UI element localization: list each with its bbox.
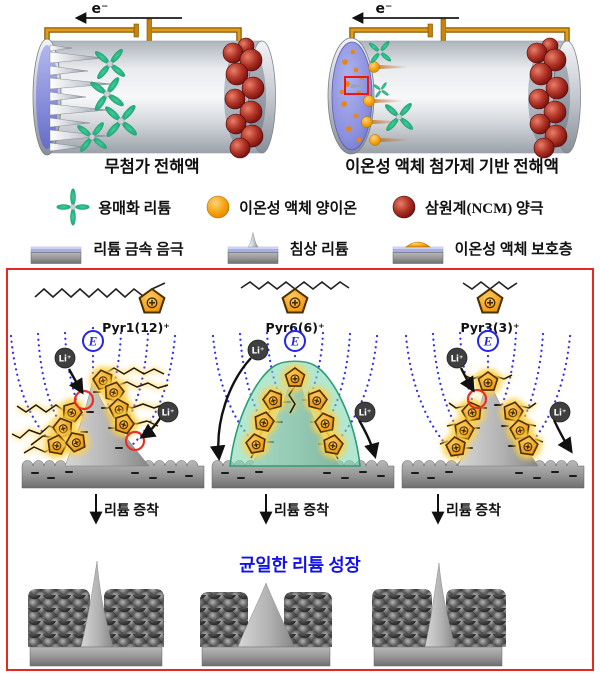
legend-row-2: 리튬 금속 음극 침상 리튬 이온성 액체 보호층 xyxy=(0,229,600,267)
defect-site-circle xyxy=(124,430,146,452)
cation-structure xyxy=(462,280,518,314)
ionic-liquid-cations xyxy=(361,61,409,146)
deposition-label: 리튬 증착 xyxy=(274,502,329,519)
suppressed-dendrite xyxy=(351,84,366,88)
battery-comparison: e⁻ xyxy=(32,1,581,176)
cation-label: Pyr1(12)⁺ xyxy=(102,320,170,335)
ncm-cathode xyxy=(526,37,570,159)
li-path-arrow xyxy=(459,367,475,393)
legend-item-il-cation: 이온성 액체 양이온 xyxy=(205,194,357,220)
cation-structure xyxy=(34,282,166,314)
panel-pyr6-6: Pyr6(6)⁺ xyxy=(209,280,395,489)
red-highlight-box xyxy=(344,76,369,95)
dendrite-spikes xyxy=(49,44,113,152)
svg-text:Li⁺: Li⁺ xyxy=(252,347,265,357)
protected-anode-face xyxy=(331,41,373,151)
electron-label: e⁻ xyxy=(376,1,393,17)
li-deflection-arrow xyxy=(209,357,252,462)
deposit-mound-right xyxy=(372,562,506,667)
ionic-liquid-layer-icon xyxy=(392,241,443,264)
electron-label: e⁻ xyxy=(92,1,109,17)
li-deflection-arrow xyxy=(357,419,380,460)
li-path-arrow xyxy=(139,416,163,439)
efield-symbol: E xyxy=(82,330,104,352)
panel-pyr3-3: Pyr3(3)⁺ xyxy=(401,280,585,489)
li-deflection-arrow xyxy=(552,419,573,454)
deposit-mound-middle xyxy=(200,582,332,667)
svg-text:Li⁺: Li⁺ xyxy=(554,409,567,419)
svg-text:E: E xyxy=(290,334,300,349)
lithium-ion-badge: Li⁺ xyxy=(549,401,571,423)
anode-slab xyxy=(201,646,331,667)
svg-text:E: E xyxy=(88,334,98,349)
legend-label: 삼원계(NCM) 양극 xyxy=(425,200,544,217)
solvated-lithium-icon xyxy=(56,188,90,226)
lithium-metal-anode-icon xyxy=(31,246,82,264)
efield-symbol: E xyxy=(284,330,306,352)
svg-text:E: E xyxy=(483,334,493,349)
ncm-cathode xyxy=(222,37,266,159)
legend-label: 침상 리튬 xyxy=(289,241,349,258)
legend-label: 이온성 액체 보호층 xyxy=(454,241,573,258)
deposition-label: 리튬 증착 xyxy=(446,502,501,519)
li-path-arrow xyxy=(67,368,84,395)
electron-flow-arrow: e⁻ xyxy=(351,1,459,24)
needle-lithium-icon xyxy=(227,232,278,264)
lithium-ion-badge: Li⁺ xyxy=(247,339,269,361)
svg-text:Li⁺: Li⁺ xyxy=(162,409,175,419)
legend-label: 리튬 금속 음극 xyxy=(93,241,184,258)
anode-slab xyxy=(373,646,503,667)
legend-label: 용매화 리튬 xyxy=(98,200,172,217)
deposit-mound-left xyxy=(28,560,164,667)
svg-text:Li⁺: Li⁺ xyxy=(451,355,464,365)
legend-item-il-layer: 이온성 액체 보호층 xyxy=(389,231,573,265)
svg-text:Li⁺: Li⁺ xyxy=(59,355,72,365)
deposition-label: 리튬 증착 xyxy=(104,502,159,519)
mechanism-box: Pyr1(12)⁺ xyxy=(6,268,594,671)
panel-pyr1-12: Pyr1(12)⁺ xyxy=(9,282,205,489)
legend-label: 이온성 액체 양이온 xyxy=(239,200,358,217)
legend-row-1: 용매화 리튬 이온성 액체 양이온 삼원계(NCM) 양극 xyxy=(0,185,600,229)
battery-cell-no-additive: e⁻ xyxy=(32,1,276,176)
defect-site-circle xyxy=(466,388,488,410)
lithium-ion-badge: Li⁺ xyxy=(446,347,468,369)
mechanism-diagram: Pyr1(12)⁺ xyxy=(9,280,585,667)
svg-text:Li⁺: Li⁺ xyxy=(359,409,372,419)
anode-slab xyxy=(29,646,163,667)
deposition-step: 리튬 증착 리튬 증착 리튬 증착 xyxy=(89,494,501,525)
caption-ionic-liquid: 이온성 액체 첨가제 기반 전해액 xyxy=(345,156,559,176)
battery-cell-ionic-liquid: e⁻ xyxy=(327,1,581,176)
lithium-ion-badge: Li⁺ xyxy=(157,401,179,423)
ncm-cathode-icon xyxy=(392,195,416,219)
legend-item-ncm: 삼원계(NCM) 양극 xyxy=(391,194,544,220)
legend-item-solvated-lithium: 용매화 리튬 xyxy=(56,187,171,227)
efield-symbol: E xyxy=(477,330,499,352)
defect-site-circle xyxy=(73,389,95,411)
ionic-liquid-cation-icon xyxy=(206,195,230,219)
cation-structure xyxy=(240,280,350,314)
uniform-growth-label: 균일한 리튬 성장 xyxy=(239,555,360,575)
legend-item-needle-li: 침상 리튬 xyxy=(224,231,349,265)
cation-label: Pyr3(3)⁺ xyxy=(460,320,519,335)
lithium-ion-badge: Li⁺ xyxy=(54,347,76,369)
electron-flow-arrow: e⁻ xyxy=(74,1,182,24)
caption-no-additive: 무첨가 전해액 xyxy=(104,156,199,176)
lithium-ion-badge: Li⁺ xyxy=(354,401,376,423)
legend-item-li-anode: 리튬 금속 음극 xyxy=(27,231,184,265)
